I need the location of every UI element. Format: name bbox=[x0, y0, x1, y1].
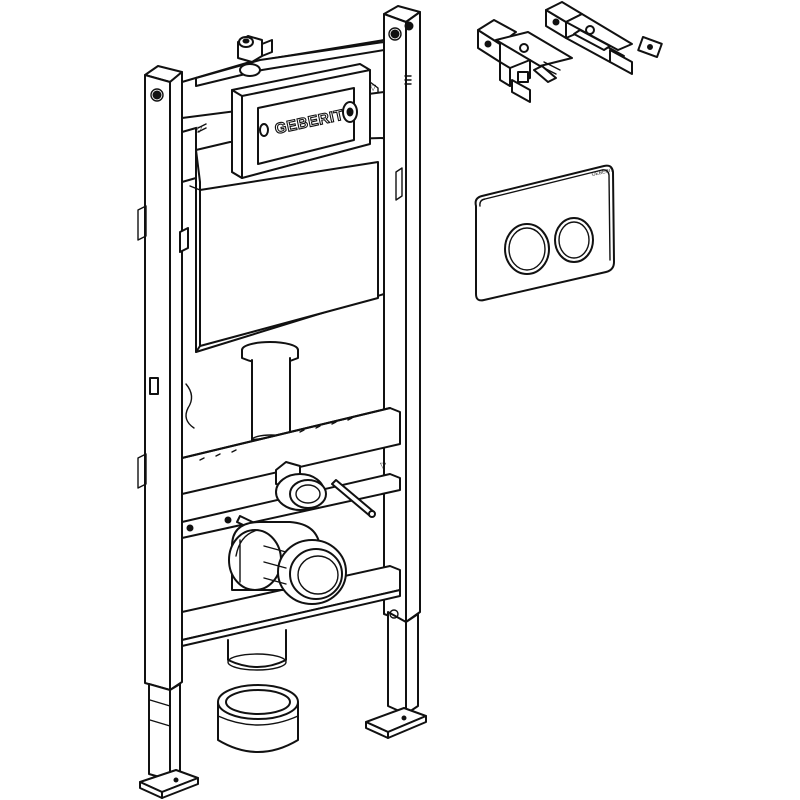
svg-text:▽: ▽ bbox=[370, 83, 377, 92]
wc-connecting-pipe bbox=[227, 629, 287, 671]
connector-sleeve bbox=[217, 684, 299, 753]
cross-beam-bottom bbox=[181, 565, 401, 647]
drain-bend bbox=[228, 521, 347, 605]
flush-pipe bbox=[185, 341, 299, 446]
wall-bracket-left bbox=[477, 19, 573, 103]
cross-beam-upper: ▽ bbox=[181, 407, 401, 495]
wall-bracket-right bbox=[545, 1, 663, 75]
inspection-opening: GEBERIT bbox=[231, 63, 371, 179]
frame-left-upright bbox=[137, 65, 199, 799]
supply-valve bbox=[237, 35, 273, 77]
svg-text:▽: ▽ bbox=[196, 125, 203, 134]
frame-right-upright bbox=[365, 5, 427, 739]
svg-text:▽: ▽ bbox=[380, 461, 387, 470]
cistern bbox=[179, 137, 385, 353]
plate-brand-label: GEBERIT bbox=[591, 168, 614, 178]
flush-plate: GEBERIT bbox=[474, 164, 615, 302]
connection-valve bbox=[275, 461, 327, 511]
